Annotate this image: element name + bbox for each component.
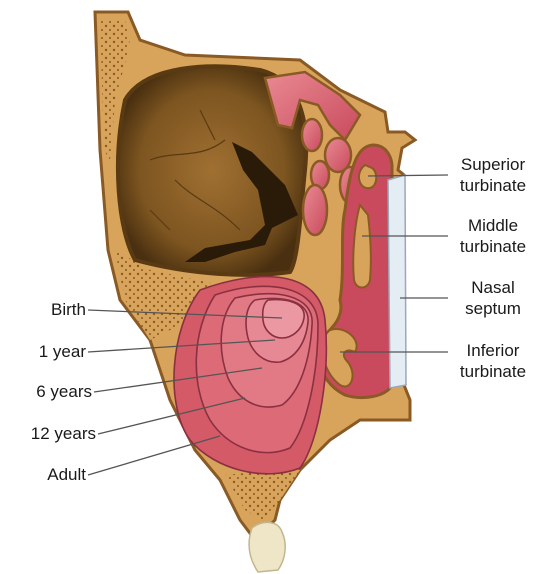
label-septum-line1: Nasal: [450, 277, 536, 298]
label-inferior-line1: Inferior: [450, 340, 536, 361]
label-1-year: 1 year: [18, 341, 86, 362]
label-septum-line2: septum: [450, 298, 536, 319]
label-superior-line1: Superior: [450, 154, 536, 175]
label-middle-line1: Middle: [450, 215, 536, 236]
label-superior-turbinate: Superior turbinate: [450, 154, 536, 196]
label-inferior-line2: turbinate: [450, 361, 536, 382]
label-middle-turbinate: Middle turbinate: [450, 215, 536, 257]
label-birth: Birth: [28, 299, 86, 320]
nasal-septum: [388, 175, 406, 388]
maxillary-sinus-growth-rings: [174, 277, 326, 474]
label-nasal-septum: Nasal septum: [450, 277, 536, 319]
label-6-years: 6 years: [10, 381, 92, 402]
label-inferior-turbinate: Inferior turbinate: [450, 340, 536, 382]
label-adult: Adult: [18, 464, 86, 485]
tooth: [249, 522, 285, 572]
label-middle-line2: turbinate: [450, 236, 536, 257]
label-12-years: 12 years: [4, 423, 96, 444]
label-superior-line2: turbinate: [450, 175, 536, 196]
